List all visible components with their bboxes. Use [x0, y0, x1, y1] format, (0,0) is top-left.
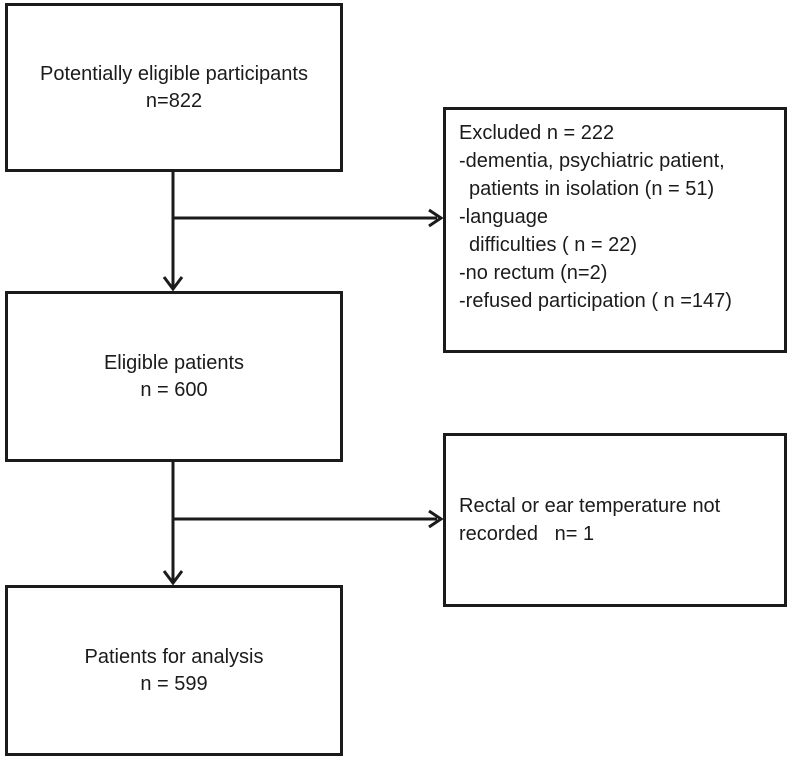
box-title: Potentially eligible participants — [40, 62, 308, 85]
arrow-right-excluded — [173, 208, 444, 228]
box-count: n=822 — [145, 89, 203, 112]
box-count: n = 600 — [140, 378, 208, 401]
box-temperature-not-recorded: Rectal or ear temperature not recorded n… — [443, 433, 787, 607]
box-title: Rectal or ear temperature not — [459, 495, 721, 517]
excluded-reason: patients in isolation (n = 51) — [469, 178, 715, 200]
box-title: Patients for analysis — [84, 645, 264, 668]
excluded-reason: -dementia, psychiatric patient, — [459, 150, 725, 172]
arrow-right-not-recorded — [173, 509, 444, 529]
arrow-down-bottom — [162, 462, 184, 586]
arrow-down-top — [162, 172, 184, 292]
excluded-reason: -refused participation ( n =147) — [459, 290, 732, 312]
box-potentially-eligible-participants: Potentially eligible participants n=822 — [5, 3, 343, 172]
box-eligible-patients: Eligible patients n = 600 — [5, 291, 343, 462]
box-title: Eligible patients — [103, 351, 245, 374]
excluded-heading: Excluded n = 222 — [459, 122, 615, 144]
box-count: n = 599 — [140, 672, 208, 695]
excluded-reason: -language — [459, 206, 548, 228]
excluded-reason: difficulties ( n = 22) — [469, 234, 638, 256]
box-count: recorded n= 1 — [459, 523, 595, 545]
box-excluded: Excluded n = 222 -dementia, psychiatric … — [443, 107, 787, 353]
box-patients-for-analysis: Patients for analysis n = 599 — [5, 585, 343, 756]
excluded-reason: -no rectum (n=2) — [459, 262, 608, 284]
